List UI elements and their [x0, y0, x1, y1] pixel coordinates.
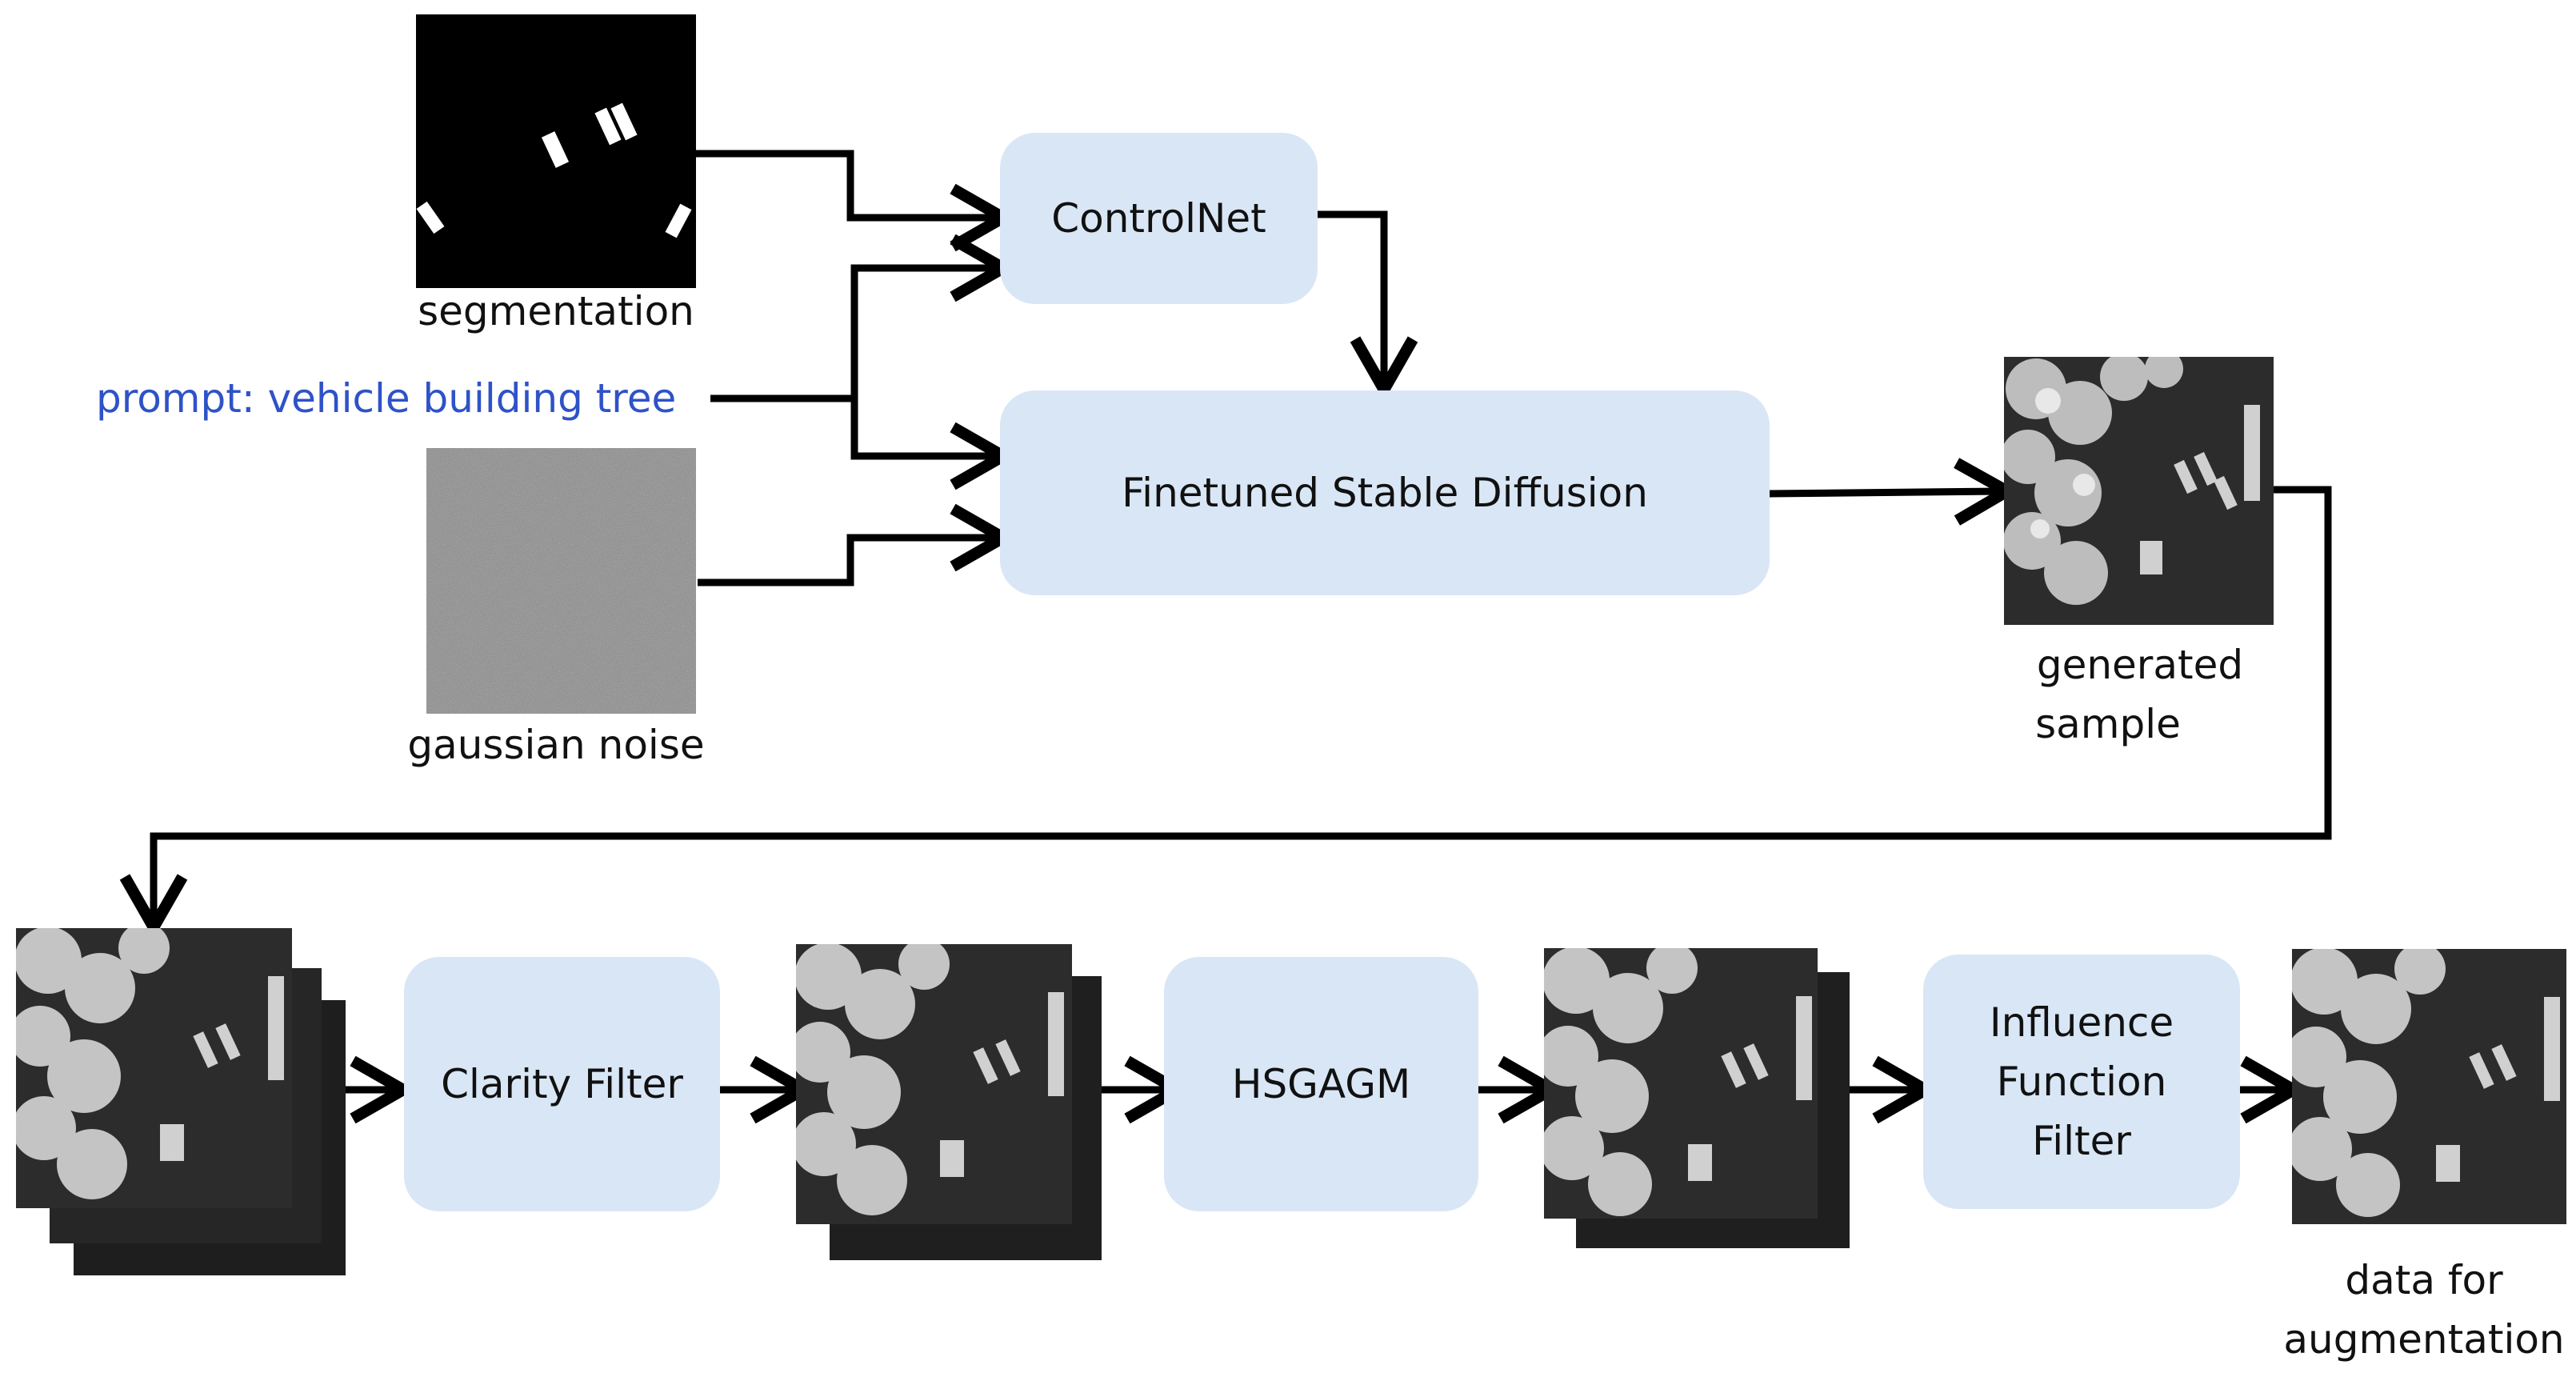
arrow-segmentation-to-controlnet	[696, 150, 1015, 252]
clarity-filtered-stack	[796, 944, 1102, 1260]
influence-label-line3: Filter	[2032, 1118, 2131, 1164]
hsgagm-refined-stack	[1544, 948, 1850, 1248]
arrow-diffusion-to-generated	[1769, 458, 2019, 526]
augmentation-data-image	[2292, 949, 2566, 1224]
stable-diffusion-label: Finetuned Stable Diffusion	[1122, 470, 1648, 516]
arrow-noise-to-diffusion	[698, 503, 1015, 586]
generated-sample-image	[2004, 357, 2274, 625]
hsgagm-label: HSGAGM	[1231, 1061, 1411, 1107]
arrow-prompt-to-diffusion	[850, 398, 1015, 490]
influence-label-line1: Influence	[1989, 999, 2174, 1046]
arrow-prompt-to-controlnet	[710, 234, 1015, 402]
arrow-generated-to-candidates	[119, 486, 2332, 939]
augmentation-label-line2: augmentation	[2283, 1316, 2565, 1363]
controlnet-block: ControlNet	[1000, 133, 1318, 304]
generated-sample-label-line2: sample	[2035, 701, 2181, 747]
gaussian-noise-label: gaussian noise	[407, 722, 705, 768]
stable-diffusion-block: Finetuned Stable Diffusion	[1000, 390, 1770, 595]
controlnet-label: ControlNet	[1051, 195, 1266, 242]
influence-function-filter-block: Influence Function Filter	[1923, 955, 2240, 1209]
generated-candidates-stack	[16, 928, 346, 1275]
hsgagm-block: HSGAGM	[1164, 957, 1478, 1211]
influence-label-line2: Function	[1996, 1059, 2167, 1105]
arrow-controlnet-to-diffusion	[1318, 210, 1418, 402]
segmentation-label: segmentation	[418, 288, 694, 334]
prompt-text: prompt: vehicle building tree	[96, 375, 677, 422]
augmentation-label-line1: data for	[2345, 1257, 2503, 1303]
clarity-filter-label: Clarity Filter	[441, 1061, 683, 1107]
generated-sample-label-line1: generated	[2036, 642, 2244, 688]
clarity-filter-block: Clarity Filter	[404, 957, 720, 1211]
segmentation-mask-image	[416, 14, 696, 288]
gaussian-noise-image	[426, 448, 696, 714]
